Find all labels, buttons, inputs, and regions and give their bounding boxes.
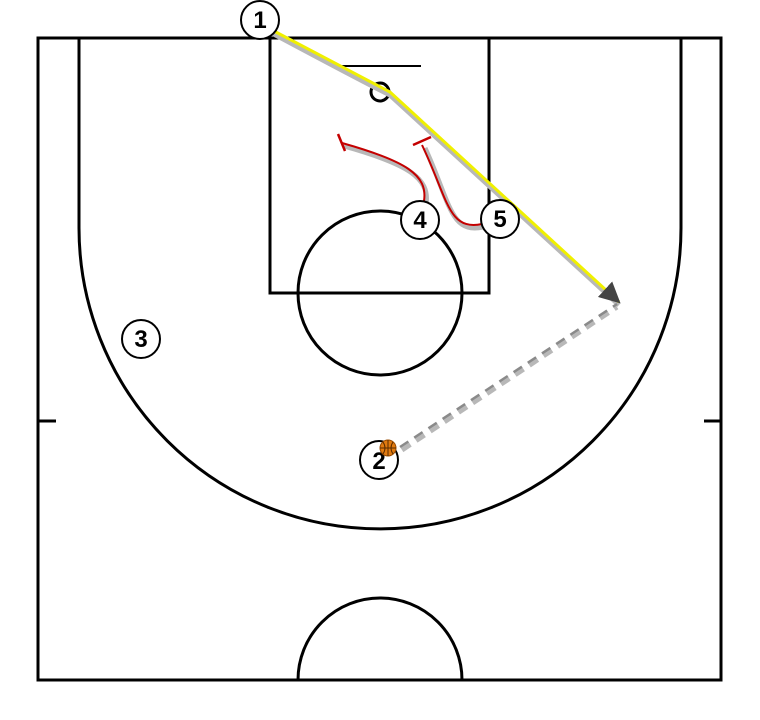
player-1: 1 [240, 0, 280, 40]
court-lines [36, 36, 723, 682]
player-number: 1 [253, 7, 266, 34]
player-marker [480, 199, 520, 239]
player-5: 5 [480, 199, 520, 239]
player-marker [400, 200, 440, 240]
player-number: 2 [372, 448, 385, 475]
player-3: 3 [121, 319, 161, 359]
player-marker [240, 0, 280, 40]
pass-path-shadow [400, 304, 619, 453]
screen-path-shadow [343, 143, 429, 205]
center-circle [296, 596, 464, 681]
player-number: 5 [493, 206, 506, 233]
screen-path-line [341, 142, 426, 202]
player-number: 4 [413, 207, 427, 234]
screen-path-player-5 [412, 135, 484, 231]
court-boundary [36, 36, 723, 682]
player-marker [121, 319, 161, 359]
screen-end-bar [412, 135, 432, 147]
pass-path-player-2 [399, 302, 619, 453]
free-throw-circle [296, 209, 464, 377]
screen-end-bar [336, 133, 347, 152]
player-2: 2 [359, 439, 399, 480]
player-4: 4 [400, 200, 440, 240]
cut-path-shadow [270, 30, 621, 307]
pass-path-line [399, 302, 618, 449]
screen-path-player-4 [336, 133, 429, 205]
paint-lane [268, 36, 491, 295]
player-number: 3 [134, 326, 147, 353]
basketball-icon [379, 439, 397, 457]
cut-path-player-1 [270, 28, 621, 307]
three-point-line [77, 38, 683, 531]
screen-path-line [421, 144, 483, 226]
cut-path-line [271, 28, 621, 304]
